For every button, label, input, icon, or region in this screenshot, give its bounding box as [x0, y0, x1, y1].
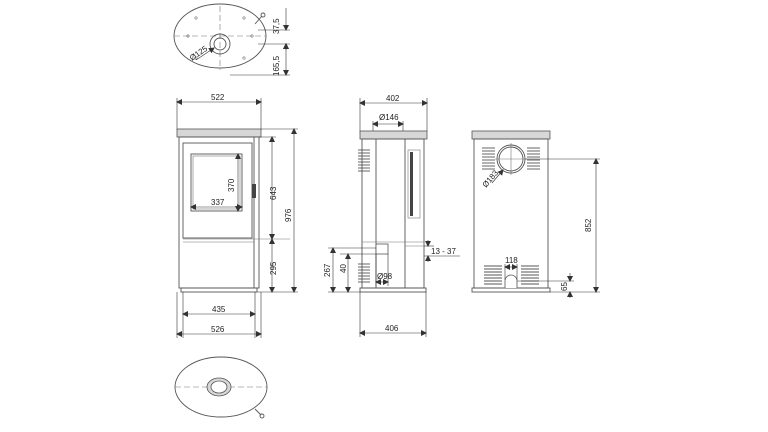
front-width-522-label: 522	[211, 93, 225, 102]
side-lower-vents	[358, 263, 370, 283]
front-glass-width-337: 337	[211, 198, 225, 207]
side-depth-402-label: 402	[386, 94, 400, 103]
side-height-40: 40	[339, 264, 348, 273]
top-dim-165-5: 165,5	[272, 55, 281, 76]
bottom-view	[174, 356, 268, 419]
side-air-diameter-98: Ø98	[377, 272, 393, 281]
front-base-height-295: 295	[269, 261, 278, 275]
back-upper-vents	[482, 147, 540, 170]
back-outlet-height-852: 852	[584, 218, 593, 232]
back-lower-vents	[484, 265, 539, 285]
side-view: 402 Ø146	[323, 94, 460, 337]
top-dim-37-5: 37,5	[272, 18, 281, 34]
side-bottom-depth-406: 406	[385, 324, 399, 333]
side-height-267: 267	[323, 263, 332, 277]
back-view: Ø183	[471, 130, 600, 298]
top-view: Ø125 37,5 165,5	[173, 3, 290, 76]
front-glass-height-370: 370	[227, 178, 236, 192]
top-flue-diameter-label: Ø125	[188, 44, 210, 63]
back-outlet-diameter-183: Ø183	[481, 168, 501, 189]
side-upper-vents	[358, 149, 370, 172]
front-bottom-width-526: 526	[211, 325, 225, 334]
front-inner-width-435: 435	[212, 305, 226, 314]
front-door-height-643: 643	[269, 186, 278, 200]
back-air-height-65: 65	[560, 282, 569, 291]
front-view: 522 370 337 643 295 976	[176, 93, 298, 338]
back-air-width-118: 118	[505, 256, 518, 265]
side-outlet-diameter-146: Ø146	[379, 113, 399, 122]
front-total-height-976: 976	[284, 208, 293, 222]
side-offset-13-37: 13 - 37	[431, 247, 456, 256]
